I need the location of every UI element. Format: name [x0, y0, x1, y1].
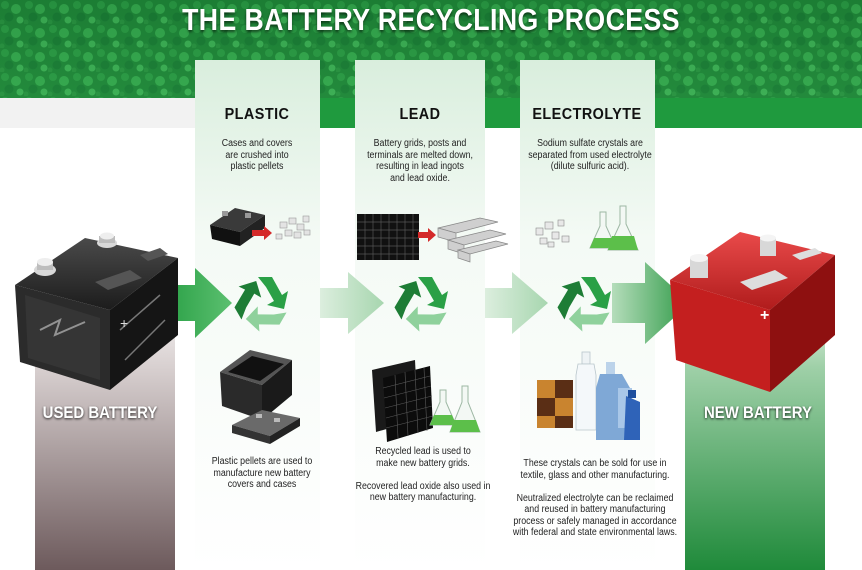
plastic-bottom-text: Plastic pellets are used to manufacture … [211, 456, 313, 490]
arrow-icon [252, 226, 272, 240]
flask-icon [589, 205, 639, 251]
heading-plastic: PLASTIC [224, 106, 290, 123]
plastic-top-text: Cases and covers are crushed into plasti… [221, 138, 293, 172]
flow-arrow-4 [612, 262, 690, 344]
svg-text:+: + [120, 315, 128, 331]
lead-bottom-text: Recycled lead is used to make new batter… [355, 446, 491, 503]
new-battery-label: NEW BATTERY [703, 403, 813, 422]
electrolyte-top-text: Sodium sulfate crystals are separated fr… [528, 138, 652, 172]
new-battery-icon: + [670, 232, 835, 392]
heading-lead: LEAD [399, 106, 441, 123]
page-title: THE BATTERY RECYCLING PROCESS [182, 2, 680, 37]
flow-arrow-2 [320, 272, 384, 334]
lead-grid-icon [357, 214, 419, 260]
electrolyte-bottom-text: These crystals can be sold for use in te… [512, 458, 678, 538]
used-battery-label: USED BATTERY [42, 403, 158, 422]
textile-icon [537, 380, 573, 428]
svg-text:+: + [760, 307, 769, 324]
recycle-icon [234, 277, 288, 332]
flask-icon [429, 385, 481, 433]
recycled-case-icon [220, 350, 300, 444]
plastic-pellets-icon [275, 215, 311, 240]
recycle-icon [557, 277, 611, 332]
flow-arrow-1 [165, 268, 232, 338]
bottle-icon [575, 351, 640, 440]
flow-arrow-3 [485, 272, 548, 334]
lead-ingot-icon [437, 217, 509, 263]
crystals-icon [535, 219, 570, 248]
used-battery-icon: + [15, 232, 178, 390]
arrow-icon [418, 228, 436, 242]
new-lead-grid-icon [372, 360, 434, 442]
lead-top-text: Battery grids, posts and terminals are m… [367, 138, 473, 184]
recycle-icon [394, 277, 448, 332]
heading-electrolyte: ELECTROLYTE [532, 106, 642, 123]
